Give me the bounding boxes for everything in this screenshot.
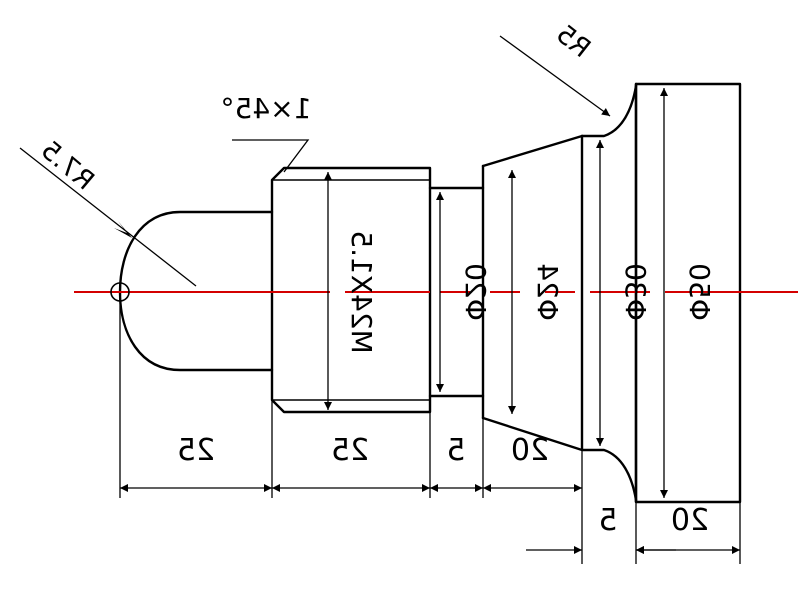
- leader-chamfer: [232, 139, 310, 173]
- label-thread: M24X1.5: [345, 230, 378, 354]
- label-taper-small-dia: Φ24: [531, 263, 564, 321]
- label-flange-dia: Φ50: [683, 263, 716, 321]
- leader-r5: [499, 35, 611, 117]
- groove: [428, 186, 485, 398]
- fillet-top: [580, 84, 638, 138]
- leader-r7-5-arrow: [114, 221, 132, 238]
- diameter-dimensions: [324, 88, 668, 498]
- fillet-bottom: [580, 448, 638, 502]
- label-groove-dia: Φ20: [459, 263, 492, 321]
- label-radius-head: R7.5: [35, 135, 100, 196]
- label-chamfer: 1×45°: [221, 92, 312, 125]
- label-radius-fillet: R5: [550, 19, 596, 64]
- label-len-flange-step: 5: [598, 503, 617, 538]
- label-len-taper: 20: [511, 433, 549, 468]
- length-dimensions: [120, 484, 740, 554]
- labels: 25 25 5 20 5 20 M24X1.5 Φ20 Φ24 Φ30: [35, 19, 716, 538]
- taper: [481, 134, 584, 452]
- label-len-groove: 5: [446, 433, 465, 468]
- label-len-thread: 25: [331, 433, 369, 468]
- leader-r7-5: [19, 147, 197, 287]
- leaders: [19, 35, 611, 287]
- label-taper-large-dia: Φ30: [619, 263, 652, 321]
- label-len-flange: 20: [671, 503, 709, 538]
- label-len-head: 25: [177, 433, 215, 468]
